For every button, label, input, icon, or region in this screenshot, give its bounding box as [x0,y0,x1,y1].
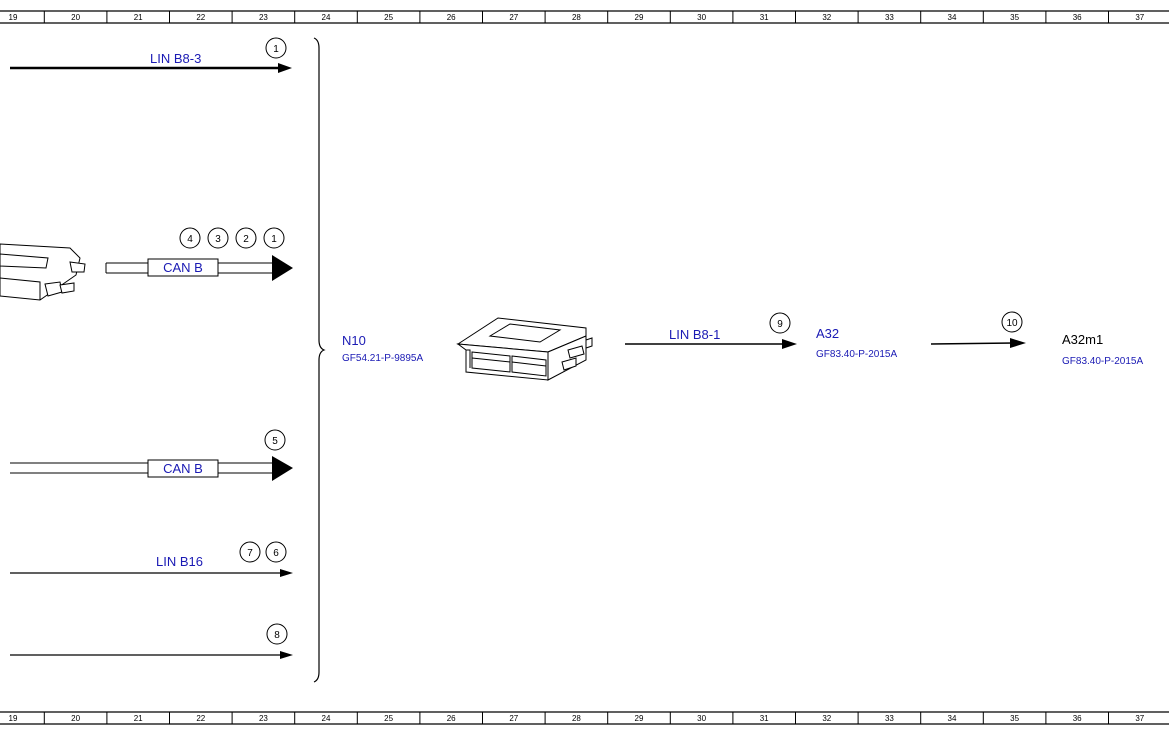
ruler-number: 27 [509,13,518,22]
ruler-top: 19 20 21 22 23 24 25 26 27 28 29 30 31 32 33 34 35 36 37 [0,10,1169,24]
bus-label: LIN B8-1 [669,327,720,342]
ruler-number: 19 [9,13,18,22]
component-ref-a32[interactable]: GF83.40-P-2015A [816,349,897,360]
callout-number: 4 [187,234,193,245]
callout-number: 10 [1006,318,1018,329]
callout-number: 9 [777,319,783,330]
callout-circle: 7 [239,541,261,563]
callout-number: 2 [243,234,249,245]
ruler-number: 31 [760,13,769,22]
control-unit-partial-icon [0,243,86,301]
ruler-number: 32 [822,714,831,723]
bus-label: LIN B16 [156,554,203,569]
ruler-number: 20 [71,13,80,22]
ruler-number: 33 [885,13,894,22]
callout-number: 7 [247,548,253,559]
ruler-number: 37 [1135,714,1144,723]
ruler-number: 34 [948,714,957,723]
ruler-number: 33 [885,714,894,723]
component-name-a32m1: A32m1 [1062,332,1103,347]
ruler-number: 27 [509,714,518,723]
ruler-number: 28 [572,714,581,723]
bus-label: LIN B8-3 [150,51,201,66]
ruler-number: 19 [9,714,18,723]
input-line-plain: 8 [10,623,293,659]
callout-number: 5 [272,436,278,447]
callout-number: 6 [273,548,279,559]
ruler-number: 37 [1135,13,1144,22]
component-ref-a32m1[interactable]: GF83.40-P-2015A [1062,356,1143,367]
ruler-bottom: 19 20 21 22 23 24 25 26 27 28 29 30 31 32 33 34 35 36 37 [0,711,1169,725]
ruler-number: 24 [322,13,331,22]
callout-circle: 10 [1001,311,1023,333]
callout-circle: 9 [769,312,791,334]
callout-circle: 1 [265,37,287,59]
ruler-number: 23 [259,714,268,723]
input-line-lin-b16: LIN B16 7 6 [10,541,293,577]
ruler-number: 35 [1010,714,1019,723]
ruler-number: 26 [447,714,456,723]
callout-number: 1 [271,234,277,245]
ruler-number: 26 [447,13,456,22]
callout-number: 3 [215,234,221,245]
ruler-number: 23 [259,13,268,22]
ruler-number: 36 [1073,13,1082,22]
callout-circle: 5 [264,429,286,451]
callout-circle: 8 [266,623,288,645]
ruler-number: 31 [760,714,769,723]
input-line-lin-b8-3: LIN B8-3 1 [10,37,292,73]
ruler-number: 30 [697,13,706,22]
ruler-number: 22 [196,13,205,22]
ruler-number: 25 [384,13,393,22]
callout-circle: 2 [235,227,257,249]
ruler-number: 36 [1073,714,1082,723]
ruler-number: 22 [196,714,205,723]
callout-number: 1 [273,44,279,55]
ruler-number: 35 [1010,13,1019,22]
link-lin-b8-1: LIN B8-1 9 [625,312,797,349]
ruler-number: 25 [384,714,393,723]
component-name-a32: A32 [816,326,839,341]
ruler-number: 20 [71,714,80,723]
callout-circle: 6 [265,541,287,563]
ruler-number: 21 [134,714,143,723]
link-a32-to-a32m1: 10 [930,311,1026,348]
bus-label: CAN B [163,260,203,275]
callout-circle: 4 [179,227,201,249]
callout-circle: 1 [263,227,285,249]
ruler-number: 29 [635,714,644,723]
ruler-number: 32 [822,13,831,22]
grouping-brace [313,37,326,683]
callout-number: 8 [274,630,280,641]
ruler-number: 34 [948,13,957,22]
ruler-number: 30 [697,714,706,723]
input-line-can-b-upper: CAN B 4 3 2 1 [105,227,293,281]
component-ref-n10[interactable]: GF54.21-P-9895A [342,353,423,364]
bus-label: CAN B [163,461,203,476]
callout-circle: 3 [207,227,229,249]
input-line-can-b-lower: CAN B 5 [10,429,293,481]
ruler-number: 29 [635,13,644,22]
ruler-number: 28 [572,13,581,22]
ruler-number: 21 [134,13,143,22]
ruler-number: 24 [322,714,331,723]
component-name-n10: N10 [342,333,366,348]
control-unit-icon [456,317,593,381]
